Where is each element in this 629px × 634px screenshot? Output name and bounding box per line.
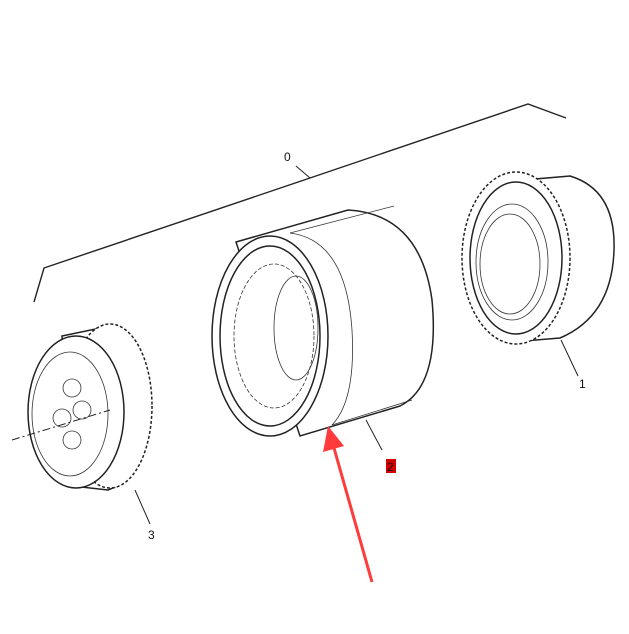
callout-label-2: 2 bbox=[387, 460, 394, 474]
callout-label-3: 3 bbox=[148, 528, 155, 542]
leader-line-2 bbox=[365, 419, 383, 451]
red-pointer-arrow-icon bbox=[323, 426, 374, 583]
gear-left-part bbox=[11, 323, 153, 491]
leader-line-1 bbox=[560, 339, 579, 377]
leader-line-3 bbox=[134, 489, 151, 525]
callout-label-1: 1 bbox=[579, 377, 586, 391]
assembly-bracket bbox=[33, 103, 567, 303]
spline-sleeve-part bbox=[211, 205, 435, 437]
callout-label-0: 0 bbox=[284, 150, 291, 164]
gear-right-part bbox=[461, 171, 615, 345]
callout-2-highlight bbox=[386, 459, 396, 473]
